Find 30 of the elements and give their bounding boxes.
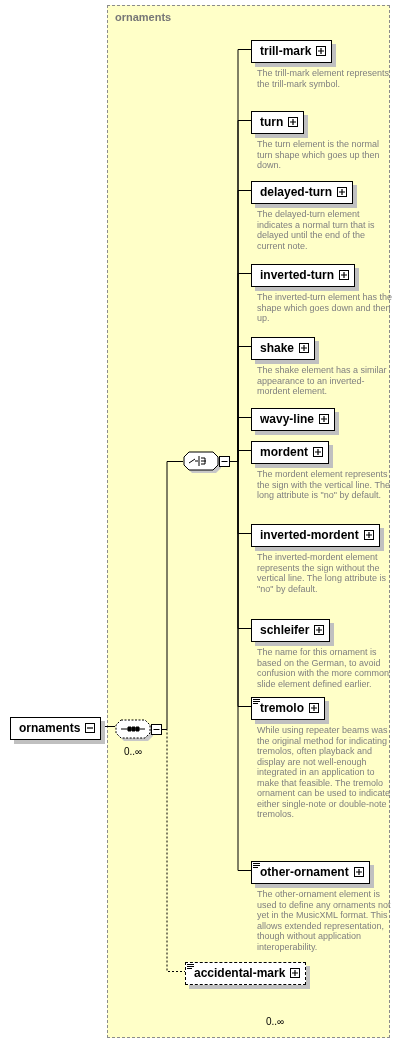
element-name: trill-mark xyxy=(260,44,312,58)
annotation-text: The mordent element represents the sign with the vertical line. The long attribute is "no" by default. xyxy=(257,469,391,501)
occurrence-label: 0..∞ xyxy=(124,746,143,757)
element-name: turn xyxy=(260,115,284,129)
annotation-text: The name for this ornament is based on the German, to avoid confusion with the more common slide element defined earlier. xyxy=(257,647,391,689)
group-title: ornaments xyxy=(115,11,172,23)
annotation-text: The inverted-mordent element represents the sign without the vertical line. The long attribute is "no" by default. xyxy=(257,552,387,594)
element-name: delayed-turn xyxy=(260,185,332,199)
element-name: inverted-mordent xyxy=(260,528,359,542)
connector-line xyxy=(161,461,184,730)
annotation-text: The trill-mark element represents the trill-mark symbol. xyxy=(257,68,391,89)
sequence-compositor xyxy=(115,719,163,741)
choice-compositor xyxy=(183,451,231,473)
annotation-text: The turn element is the normal turn shape which goes up then down. xyxy=(257,139,381,171)
element-name: accidental-mark xyxy=(194,966,286,980)
annotation-text: The shake element has a similar appearance to an inverted-mordent element. xyxy=(257,365,388,397)
element-name: inverted-turn xyxy=(260,268,334,282)
element-name: shake xyxy=(260,341,295,355)
annotation-text: The other-ornament element is used to define any ornaments not yet in the MusicXML format. This allows extended representation, though without application interoperability. xyxy=(257,889,392,952)
group-panel xyxy=(107,5,390,1038)
element-name: ornaments xyxy=(19,721,81,735)
element-name: other-ornament xyxy=(260,865,349,879)
annotation-text: The delayed-turn element indicates a normal turn that is delayed until the end of the current note. xyxy=(257,209,376,251)
element-name: wavy-line xyxy=(260,412,315,426)
occurrence-label: 0..∞ xyxy=(266,1016,285,1027)
annotation-text: While using repeater beams was the original method for indicating tremolos, often playback and display are not well-enough integrated in an application to make that feasible. The tremolo ornament can be used to indicate either single-note or double-note tremolos. xyxy=(257,725,392,820)
annotation-text: The inverted-turn element has the shape which goes down and then up. xyxy=(257,292,393,324)
element-name: tremolo xyxy=(260,701,304,715)
element-name: schleifer xyxy=(260,623,310,637)
element-name: mordent xyxy=(260,445,308,459)
